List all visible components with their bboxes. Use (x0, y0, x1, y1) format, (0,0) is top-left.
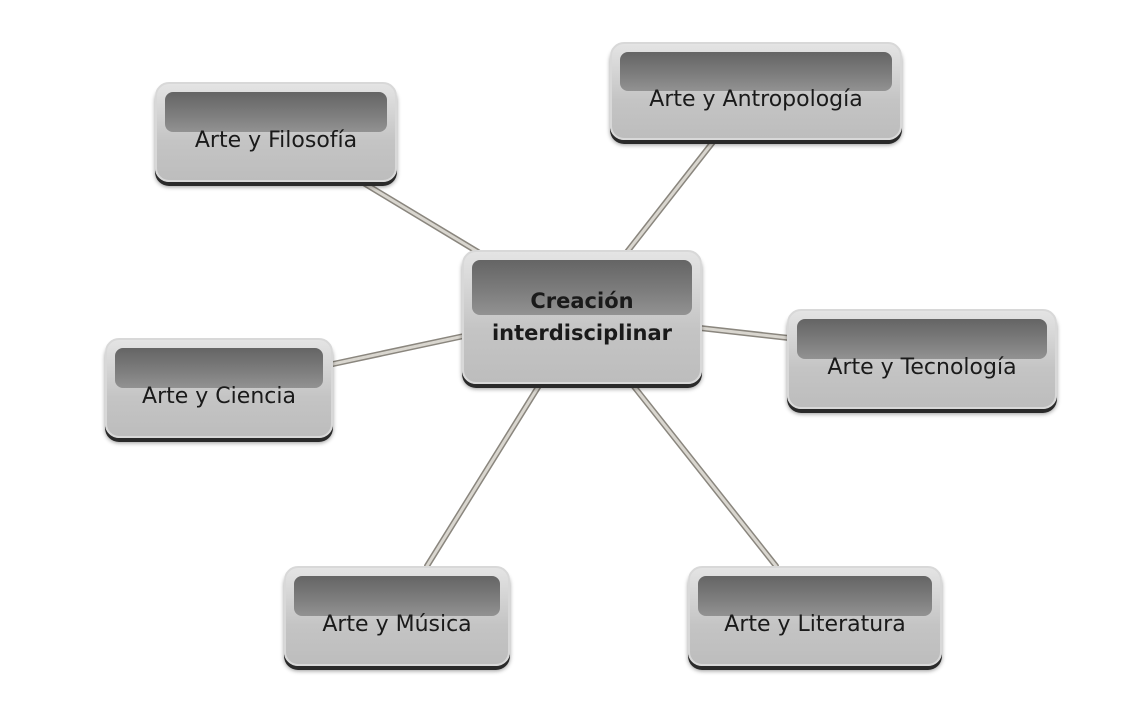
node-label: Arte y Antropología (649, 86, 863, 112)
node-tecnologia[interactable]: Arte y Tecnología (787, 309, 1057, 409)
node-literatura[interactable]: Arte y Literatura (688, 566, 942, 666)
node-ciencia[interactable]: Arte y Ciencia (105, 338, 333, 438)
node-label: Arte y Filosofía (194, 127, 358, 153)
node-label: Arte y Literatura (724, 611, 906, 637)
node-label: Arte y Ciencia (142, 383, 296, 409)
node-label: Arte y Tecnología (827, 354, 1017, 380)
node-filosofia[interactable]: Arte y Filosofía (155, 82, 397, 182)
node-musica[interactable]: Arte y Música (284, 566, 510, 666)
node-label: Arte y Música (322, 611, 472, 637)
node-antropologia[interactable]: Arte y Antropología (610, 42, 902, 140)
